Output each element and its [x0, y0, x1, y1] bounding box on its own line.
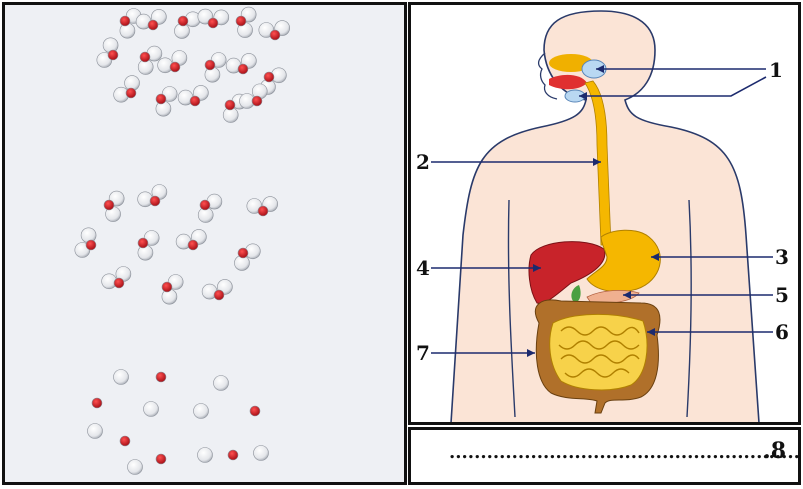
oxygen-atom [86, 240, 96, 250]
solid-molecules [97, 7, 290, 122]
oxygen-atom [162, 282, 172, 292]
oxygen-atom [200, 200, 210, 210]
oxygen-atom [264, 72, 274, 82]
oxygen-atom [108, 50, 118, 60]
label-4: 4 [416, 256, 430, 280]
molecule-panel [2, 2, 407, 485]
oxygen-atom [156, 94, 166, 104]
answer-box: ........................................… [408, 427, 801, 485]
oxygen-atom [140, 52, 150, 62]
oxygen-atom [178, 16, 188, 26]
oxygen-atom [270, 30, 280, 40]
digestive-diagram-panel: 1 2 3 4 5 6 7 [408, 2, 801, 425]
oxygen-atom [208, 18, 218, 28]
oxygen-atom [170, 62, 180, 72]
oxygen-atom [205, 60, 215, 70]
oxygen-atom [150, 196, 160, 206]
oxygen-atom [138, 238, 148, 248]
oxygen-atom [92, 398, 102, 408]
oxygen-atom [156, 454, 166, 464]
oxygen-atom [104, 200, 114, 210]
oxygen-atom [258, 206, 268, 216]
hydrogen-atom [88, 424, 103, 439]
hydrogen-atom [198, 448, 213, 463]
oxygen-atom [252, 96, 262, 106]
hydrogen-atom [114, 370, 129, 385]
oxygen-atom [120, 436, 130, 446]
oxygen-atom [156, 372, 166, 382]
hydrogen-atom [128, 460, 143, 475]
hydrogen-atom [144, 402, 159, 417]
oxygen-atom [126, 88, 136, 98]
digestive-system-svg: 1 2 3 4 5 6 7 [411, 5, 798, 422]
oxygen-atom [120, 16, 130, 26]
oxygen-atom [225, 100, 235, 110]
oxygen-atom [190, 96, 200, 106]
liquid-molecules [75, 185, 278, 305]
answer-blank: ........................................… [449, 442, 800, 463]
oxygen-atom [228, 450, 238, 460]
hydrogen-atom [214, 376, 229, 391]
molecule-states-svg [5, 5, 404, 482]
label-8: .8 [763, 438, 786, 464]
oxygen-atom [238, 248, 248, 258]
oxygen-atom [188, 240, 198, 250]
oxygen-atom [236, 16, 246, 26]
oxygen-atom [148, 20, 158, 30]
label-1: 1 [769, 58, 783, 82]
gas-atoms [88, 370, 269, 475]
label-2: 2 [416, 150, 430, 174]
oxygen-atom [114, 278, 124, 288]
label-5: 5 [775, 283, 789, 307]
small-intestine [550, 314, 647, 390]
oxygen-atom [250, 406, 260, 416]
hydrogen-atom [254, 446, 269, 461]
label-7: 7 [416, 341, 430, 365]
hydrogen-atom [194, 404, 209, 419]
label-6: 6 [775, 320, 789, 344]
label-3: 3 [775, 245, 789, 269]
oxygen-atom [214, 290, 224, 300]
oxygen-atom [238, 64, 248, 74]
